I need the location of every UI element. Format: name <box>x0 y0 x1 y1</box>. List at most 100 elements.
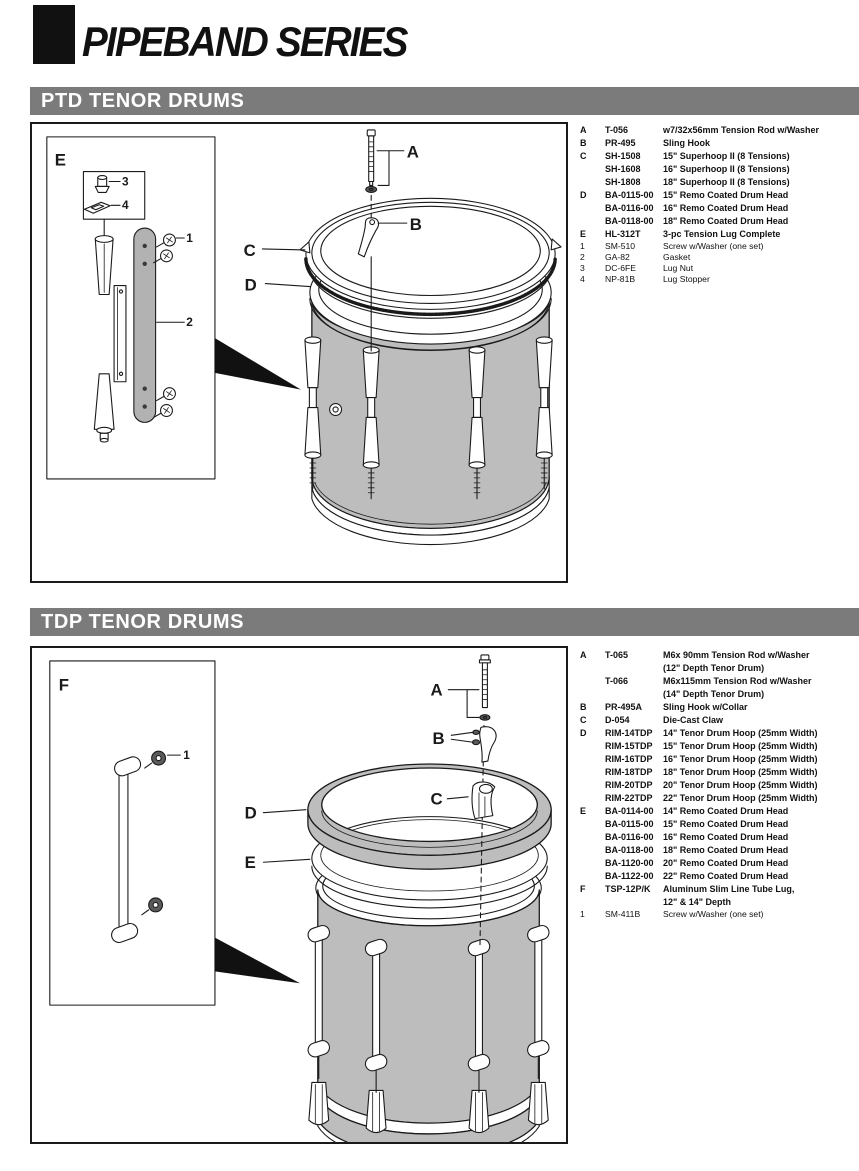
ptd-diagram: E 3 4 <box>46 129 562 546</box>
part-ref <box>580 818 605 831</box>
part-ref <box>580 831 605 844</box>
part-row: RIM-15TDP 15" Tenor Drum Hoop (25mm Widt… <box>580 740 858 753</box>
part-row: BA-1122-00 22" Remo Coated Drum Head <box>580 870 858 883</box>
part-code: BA-0115-00 <box>605 819 654 829</box>
part-row: B PR-495 Sling Hook <box>580 137 858 150</box>
part-row: SH-1608 16" Superhoop II (8 Tensions) <box>580 163 858 176</box>
part-row: E HL-312T 3-pc Tension Lug Complete <box>580 228 858 241</box>
gasket-strip <box>133 227 157 423</box>
part-row: BA-1120-00 20" Remo Coated Drum Head <box>580 857 858 870</box>
part-code: RIM-22TDP <box>605 793 653 803</box>
part-code: BA-0116-00 <box>605 203 654 213</box>
leader-e <box>262 858 311 863</box>
part-ref <box>580 792 605 805</box>
part-ref <box>580 675 605 701</box>
hoop-claw <box>308 1081 330 1126</box>
part-row: RIM-16TDP 16" Tenor Drum Hoop (25mm Widt… <box>580 753 858 766</box>
air-vent <box>329 403 343 416</box>
ptd-drum: A B C D <box>244 129 562 546</box>
part-code: SH-1808 <box>605 177 641 187</box>
part-ref <box>580 766 605 779</box>
part-desc: 3-pc Tension Lug Complete <box>663 229 781 239</box>
part-code: BA-0115-00 <box>605 190 654 200</box>
callout-a-bracket <box>447 689 480 718</box>
part-desc: Aluminum Slim Line Tube Lug, 12" & 14" D… <box>663 884 795 907</box>
part-row: BA-0115-00 15" Remo Coated Drum Head <box>580 818 858 831</box>
part-code: SM-510 <box>605 241 636 251</box>
part-row: 1 SM-510 Screw w/Washer (one set) <box>580 241 858 252</box>
part-ref: B <box>580 138 587 148</box>
part-code: SM-411B <box>605 909 641 919</box>
part-ref: 1 <box>580 909 585 919</box>
part-row: 2 GA-82 Gasket <box>580 252 858 263</box>
superhoop <box>299 197 562 319</box>
part-ref: A <box>580 650 587 660</box>
part-row: RIM-18TDP 18" Tenor Drum Hoop (25mm Widt… <box>580 766 858 779</box>
lug-nut-icon <box>94 175 110 193</box>
part-row: 3 DC-6FE Lug Nut <box>580 263 858 274</box>
part-row: RIM-20TDP 20" Tenor Drum Hoop (25mm Widt… <box>580 779 858 792</box>
inset-lug-detail: E 3 4 <box>46 136 216 480</box>
part-desc: 18" Remo Coated Drum Head <box>663 216 789 226</box>
part-ref <box>580 844 605 857</box>
part-desc: Screw w/Washer (one set) <box>663 909 764 919</box>
section-heading-ptd-label: PTD TENOR DRUMS <box>41 90 245 112</box>
part-desc: 16" Superhoop II (8 Tensions) <box>663 164 790 174</box>
tdp-diagram-box: F 1 <box>30 646 568 1144</box>
part-ref: D <box>580 190 587 200</box>
part-row: BA-0118-00 18" Remo Coated Drum Head <box>580 215 858 228</box>
inset-box-f <box>49 660 216 1006</box>
part-ref <box>580 202 605 215</box>
part-row: RIM-22TDP 22" Tenor Drum Hoop (25mm Widt… <box>580 792 858 805</box>
part-row: C D-054 Die-Cast Claw <box>580 714 858 727</box>
part-desc: Sling Hook <box>663 138 710 148</box>
part-code: DC-6FE <box>605 263 637 273</box>
callout-2-label: 2 <box>186 315 193 329</box>
part-row: 4 NP-81B Lug Stopper <box>580 274 858 285</box>
die-cast-claw <box>471 781 496 820</box>
part-row: C SH-1508 15" Superhoop II (8 Tensions) <box>580 150 858 163</box>
screw-icon <box>144 750 167 769</box>
callout-b-label: B <box>410 215 422 234</box>
part-ref: 2 <box>580 252 585 262</box>
callout-1-label: 1 <box>186 231 193 245</box>
part-code: BA-1122-00 <box>605 871 654 881</box>
part-row: BA-0118-00 18" Remo Coated Drum Head <box>580 844 858 857</box>
tension-lug-assembly <box>93 235 127 443</box>
part-code: NP-81B <box>605 274 636 284</box>
tdp-drum: D E C B <box>245 654 552 1142</box>
page-title: PIPEBAND SERIES <box>82 18 408 65</box>
brand-block <box>33 5 75 64</box>
tenor-drum-hoop <box>307 763 552 870</box>
part-ref <box>580 740 605 753</box>
part-ref <box>580 779 605 792</box>
part-code: RIM-15TDP <box>605 741 653 751</box>
section-heading-tdp-label: TDP TENOR DRUMS <box>41 611 245 633</box>
hoop-claw <box>468 1089 490 1134</box>
part-ref: B <box>580 702 587 712</box>
callout-a-bracket <box>376 150 405 187</box>
part-desc: 20" Remo Coated Drum Head <box>663 858 789 868</box>
hoop-ear-right <box>550 238 562 251</box>
callout-1-label: 1 <box>183 748 190 762</box>
part-row: BA-0116-00 16" Remo Coated Drum Head <box>580 831 858 844</box>
callout-d-label: D <box>245 804 257 823</box>
tension-rod <box>478 654 491 721</box>
callout-f-label: F <box>59 676 69 695</box>
part-code: PR-495 <box>605 138 636 148</box>
part-ref <box>580 857 605 870</box>
hoop-ear-left <box>299 241 311 254</box>
part-ref: E <box>580 806 587 816</box>
tension-rod <box>365 129 378 193</box>
bottom-hoop <box>311 476 550 546</box>
part-code: BA-0114-00 <box>605 806 654 816</box>
pointer-arrow <box>214 338 301 390</box>
tube-lug-icon <box>111 756 142 944</box>
part-ref: C <box>580 151 587 161</box>
part-desc: Lug Stopper <box>663 274 710 284</box>
part-row: BA-0116-00 16" Remo Coated Drum Head <box>580 202 858 215</box>
part-ref <box>580 870 605 883</box>
part-code: RIM-20TDP <box>605 780 653 790</box>
section-heading-tdp: TDP TENOR DRUMS <box>30 608 859 636</box>
